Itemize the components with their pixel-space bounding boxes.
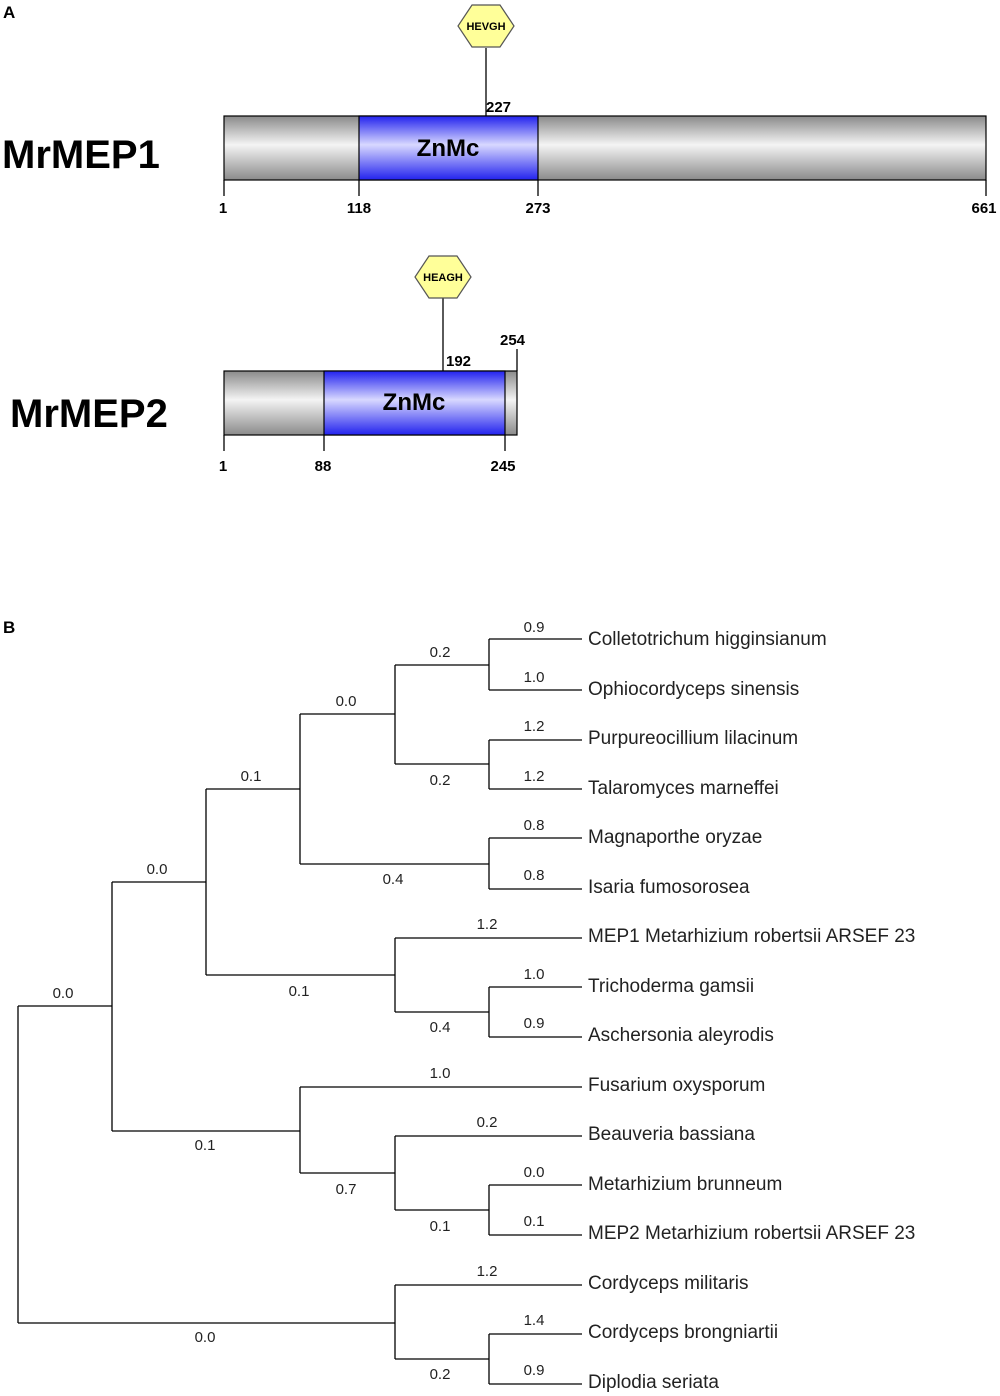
branch-length: 1.2 — [524, 768, 545, 785]
branch-length: 0.0 — [524, 1164, 545, 1181]
taxon-label: Ophiocordyceps sinensis — [588, 679, 799, 700]
branch-length: 0.9 — [524, 619, 545, 636]
branch-length: 1.0 — [524, 669, 545, 686]
pos-domain-end: 245 — [490, 458, 515, 475]
taxon-label: Diplodia seriata — [588, 1372, 719, 1393]
taxon-label: Fusarium oxysporum — [588, 1075, 765, 1096]
branch-length: 0.2 — [430, 1366, 451, 1383]
motif-label: HEAGH — [423, 272, 463, 284]
pos-start: 1 — [219, 200, 227, 217]
taxon-label: Metarhizium brunneum — [588, 1174, 782, 1195]
branch-length: 0.8 — [524, 817, 545, 834]
panel-a-label: A — [3, 3, 15, 22]
phylogenetic-tree: Colletotrichum higginsianum Ophiocordyce… — [17, 619, 915, 1393]
pos-length: 254 — [500, 332, 526, 349]
taxon-label: Talaromyces marneffei — [588, 778, 779, 799]
taxon-label: MEP1 Metarhizium robertsii ARSEF 23 — [588, 926, 915, 947]
taxon-label: Cordyceps brongniartii — [588, 1322, 778, 1343]
protein-mrmep1: MrMEP1 ZnMc HEVGH 227 1 118 273 661 — [2, 4, 997, 217]
pos-domain-start: 118 — [347, 200, 371, 217]
znmc-domain — [323, 370, 506, 436]
pos-domain-start: 88 — [315, 458, 332, 475]
motif-label: HEVGH — [466, 21, 505, 33]
panel-b-label: B — [3, 618, 15, 637]
taxon-label: Colletotrichum higginsianum — [588, 629, 827, 650]
branch-length: 1.0 — [524, 966, 545, 983]
znmc-domain — [358, 115, 539, 181]
branch-length: 0.2 — [430, 772, 451, 789]
branch-length: 1.0 — [430, 1065, 451, 1082]
motif-position: 192 — [446, 353, 471, 370]
taxon-label: Aschersonia aleyrodis — [588, 1025, 774, 1046]
branch-length: 0.2 — [477, 1114, 498, 1131]
branch-length: 1.4 — [524, 1312, 545, 1329]
taxon-label: Beauveria bassiana — [588, 1124, 755, 1145]
branch-length: 0.0 — [336, 693, 357, 710]
domain-label: ZnMc — [417, 135, 480, 162]
motif-hexagon-icon — [457, 4, 515, 48]
branch-length: 0.1 — [524, 1213, 545, 1230]
branch-length: 0.1 — [430, 1218, 451, 1235]
protein-mrmep2: MrMEP2 ZnMc HEAGH 192 254 1 88 245 — [10, 255, 526, 475]
motif-hexagon-icon — [414, 255, 472, 299]
branch-length: 1.2 — [477, 1263, 498, 1280]
branch-length: 0.0 — [53, 985, 74, 1002]
taxon-label: Isaria fumosorosea — [588, 877, 750, 898]
pos-start: 1 — [219, 458, 227, 475]
taxon-label: Purpureocillium lilacinum — [588, 728, 798, 749]
taxon-label: Cordyceps militaris — [588, 1273, 748, 1294]
taxon-label: Trichoderma gamsii — [588, 976, 754, 997]
protein-name: MrMEP2 — [10, 392, 168, 436]
branch-length: 0.1 — [241, 768, 262, 785]
branch-length: 0.4 — [430, 1019, 451, 1036]
branch-length: 1.2 — [477, 916, 498, 933]
taxon-label: Magnaporthe oryzae — [588, 827, 762, 848]
branch-length: 0.9 — [524, 1015, 545, 1032]
taxon-label: MEP2 Metarhizium robertsii ARSEF 23 — [588, 1223, 915, 1244]
motif-position: 227 — [486, 99, 511, 116]
branch-length: 0.0 — [195, 1329, 216, 1346]
branch-length: 0.1 — [289, 983, 310, 1000]
branch-length: 0.9 — [524, 1362, 545, 1379]
branch-length: 0.8 — [524, 867, 545, 884]
protein-name: MrMEP1 — [2, 133, 160, 177]
branch-length: 0.7 — [336, 1181, 357, 1198]
branch-length: 0.0 — [147, 861, 168, 878]
pos-end: 661 — [971, 200, 996, 217]
branch-length: 1.2 — [524, 718, 545, 735]
domain-label: ZnMc — [383, 389, 446, 416]
branch-length: 0.2 — [430, 644, 451, 661]
protein-backbone — [223, 115, 987, 181]
pos-domain-end: 273 — [525, 200, 550, 217]
branch-length: 0.4 — [383, 871, 404, 888]
branch-length: 0.1 — [195, 1137, 216, 1154]
